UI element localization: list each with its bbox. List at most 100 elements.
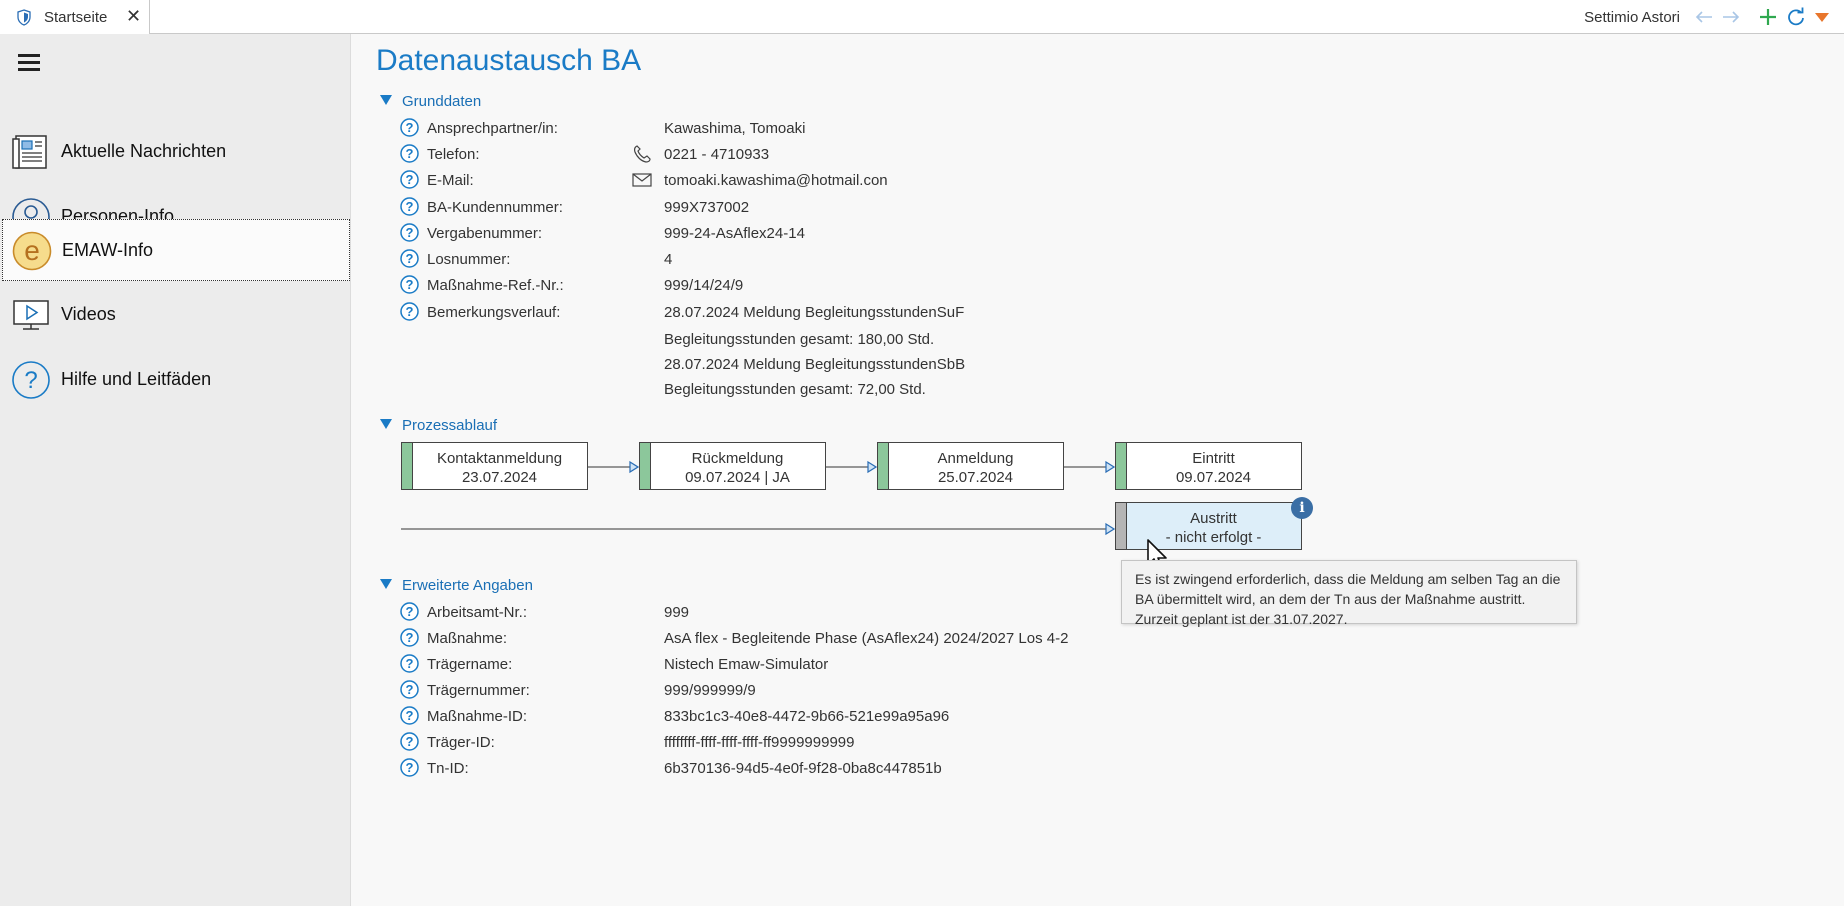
title-bar: Startseite ✕ Settimio Astori [0,0,1844,34]
step-title: Anmeldung [937,450,1014,467]
help-question-icon[interactable]: ? [400,144,419,163]
process-step-austritt[interactable]: Austritt- nicht erfolgt - [1115,502,1302,550]
forward-arrow-icon[interactable] [1720,6,1742,28]
sidebar-item-hilfe[interactable]: ? Hilfe und Leitfäden [2,349,350,411]
help-question-icon[interactable]: ? [400,197,419,216]
svg-text:?: ? [406,760,414,775]
field-label: BA-Kundennummer: [427,199,563,216]
tab-label: Startseite [44,9,108,26]
svg-text:?: ? [406,604,414,619]
dropdown-triangle-icon[interactable] [1811,6,1833,28]
help-question-icon[interactable]: ? [400,758,419,777]
collapse-triangle-icon [380,95,392,105]
svg-text:?: ? [406,630,414,645]
field-value: 999 [664,604,690,621]
field-label: Tn-ID: [427,760,469,777]
step-status-bar [640,443,651,489]
sidebar-item-label: Aktuelle Nachrichten [61,141,227,161]
field-label: Bemerkungsverlauf: [427,304,561,321]
main-content: Datenaustausch BA Grunddaten ? Ansprechpa… [351,34,1844,906]
svg-text:?: ? [24,367,37,394]
remark-line: Begleitungsstunden gesamt: 180,00 Std. [664,331,935,348]
section-erweitert-toggle[interactable]: Erweiterte Angaben [380,577,533,594]
field-label: Losnummer: [427,251,511,268]
help-question-icon[interactable]: ? [400,706,419,725]
help-question-icon[interactable]: ? [400,118,419,137]
video-play-icon [13,300,49,330]
field-value: Nistech Emaw-Simulator [664,656,829,673]
help-question-icon[interactable]: ? [400,275,419,294]
tooltip: Es ist zwingend erforderlich, dass die M… [1121,560,1577,627]
help-question-icon[interactable]: ? [400,680,419,699]
field-label: Trägernummer: [427,682,530,699]
help-question-icon[interactable]: ? [400,602,419,621]
svg-text:?: ? [406,251,414,266]
svg-text:?: ? [406,172,414,187]
sidebar-item-aktuelle-nachrichten[interactable]: Aktuelle Nachrichten [2,121,350,183]
phone-icon [634,145,651,163]
remark-line: Begleitungsstunden gesamt: 72,00 Std. [664,381,926,398]
help-question-icon[interactable]: ? [400,249,419,268]
process-step-rueckmeldung[interactable]: Rückmeldung 09.07.2024 | JA [639,442,826,490]
sidebar: Aktuelle Nachrichten Personen-Info e EMA… [0,34,351,906]
section-heading: Prozessablauf [402,417,498,434]
help-question-icon[interactable]: ? [400,628,419,647]
step-title: Eintritt [1192,450,1235,467]
sidebar-item-videos[interactable]: Videos [2,284,350,346]
step-title: Rückmeldung [691,450,784,467]
section-prozessablauf-toggle[interactable]: Prozessablauf [380,417,497,434]
svg-text:?: ? [406,199,414,214]
field-label: Maßnahme-Ref.-Nr.: [427,277,564,294]
field-label: Vergabenummer: [427,225,543,242]
field-label: Maßnahme-ID: [427,708,528,725]
page-title: Datenaustausch BA [376,44,642,77]
section-heading: Erweiterte Angaben [402,577,533,594]
add-icon[interactable] [1757,6,1779,28]
section-grunddaten-toggle[interactable]: Grunddaten [380,93,481,110]
sidebar-item-label: Videos [61,304,116,324]
field-value: 999X737002 [664,199,750,216]
back-arrow-icon[interactable] [1693,6,1715,28]
svg-text:?: ? [406,734,414,749]
field-label: E-Mail: [427,172,474,189]
field-label: Arbeitsamt-Nr.: [427,604,528,621]
field-label: Träger-ID: [427,734,495,751]
user-name: Settimio Astori [1584,9,1680,26]
svg-text:?: ? [406,304,414,319]
shield-icon [17,9,31,26]
tab-startseite[interactable]: Startseite ✕ [0,0,150,34]
field-value: AsA flex - Begleitende Phase (AsAflex24)… [664,630,1069,647]
svg-text:?: ? [406,225,414,240]
step-detail: 23.07.2024 [461,469,538,486]
refresh-icon[interactable] [1785,6,1807,28]
field-label: Trägername: [427,656,513,673]
help-question-icon[interactable]: ? [400,732,419,751]
process-long-arrow-icon [401,522,1115,536]
help-question-icon[interactable]: ? [400,223,419,242]
hamburger-menu-icon[interactable] [18,54,40,72]
field-label: Ansprechpartner/in: [427,120,558,137]
close-icon[interactable]: ✕ [126,6,142,26]
field-value: 0221 - 4710933 [664,146,770,163]
field-value: 6b370136-94d5-4e0f-9f28-0ba8c447851b [664,760,942,777]
sidebar-item-emaw-info[interactable]: e EMAW-Info [2,219,350,281]
step-detail: 09.07.2024 | JA [685,469,790,486]
emaw-e-icon: e [12,231,52,271]
field-value: tomoaki.kawashima@hotmail.con [664,172,888,189]
field-value: Kawashima, Tomoaki [664,120,806,137]
help-question-icon[interactable]: ? [400,170,419,189]
svg-text:?: ? [406,146,414,161]
help-question-icon[interactable]: ? [400,654,419,673]
help-question-icon[interactable]: ? [400,302,419,321]
section-heading: Grunddaten [402,93,482,110]
step-detail: - nicht erfolgt - [1165,529,1262,546]
help-question-icon: ? [12,361,50,399]
mail-icon [632,173,652,187]
collapse-triangle-icon [380,419,392,429]
info-icon[interactable]: i [1291,497,1313,519]
remark-line: 28.07.2024 Meldung BegleitungsstundenSbB [664,356,966,373]
process-arrow-icon [826,460,877,474]
